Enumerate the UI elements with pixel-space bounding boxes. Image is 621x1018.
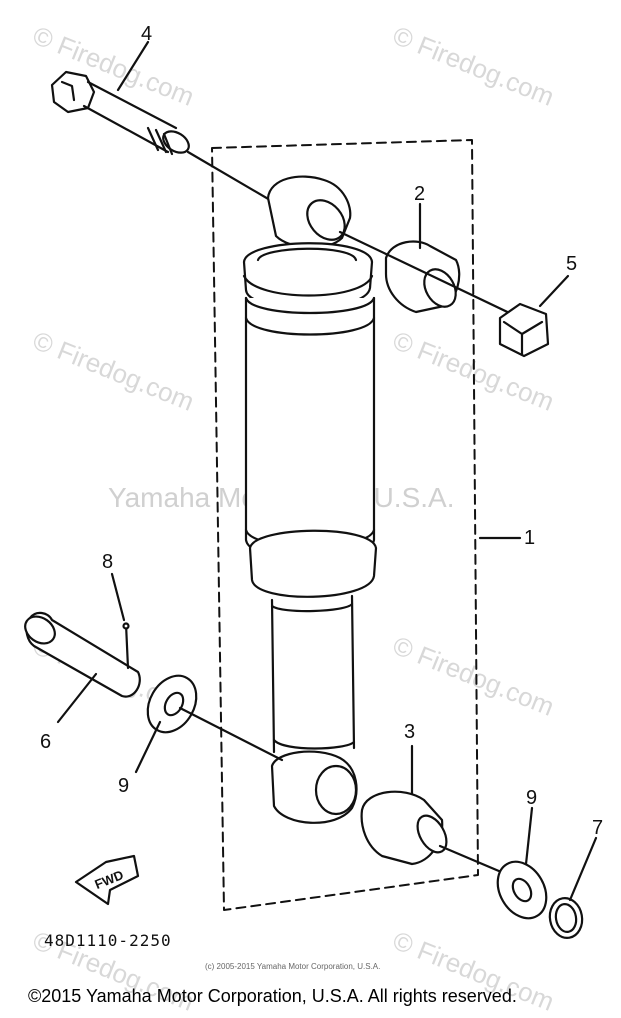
cotter-pin-part-8: [122, 622, 130, 670]
pin-part-6: [24, 611, 141, 698]
callout-1: 1: [524, 527, 536, 549]
lower-eye: [270, 750, 358, 824]
bolt-part-4: [50, 70, 190, 156]
footer-copyright: ©2015 Yamaha Motor Corporation, U.S.A. A…: [28, 986, 517, 1006]
leader-line: [134, 720, 162, 774]
spring-collar: [242, 242, 374, 309]
upper-eye: [266, 175, 352, 249]
washer-part-9-right: [496, 860, 548, 920]
callout-3: 3: [404, 721, 416, 743]
diagram-code: 48D1110-2250: [44, 931, 172, 950]
callout-8: 8: [102, 551, 114, 573]
callout-4: 4: [141, 23, 153, 45]
callout-7: 7: [592, 817, 604, 839]
washer-part-9-left: [146, 674, 198, 734]
piston-rod: [270, 594, 356, 754]
callout-6: 6: [40, 731, 52, 753]
leader-line: [56, 672, 98, 724]
leader-line: [568, 836, 598, 902]
callout-2: 2: [414, 183, 426, 205]
washer-part-7: [548, 897, 584, 939]
leader-line: [178, 706, 284, 762]
callout-9-right: 9: [526, 787, 538, 809]
leader-line: [116, 40, 150, 92]
shock-body: [244, 296, 376, 561]
leader-line: [186, 150, 272, 202]
callout-5: 5: [566, 253, 578, 275]
leader-line: [524, 806, 534, 866]
small-copyright: (c) 2005-2015 Yamaha Motor Corporation, …: [205, 962, 381, 971]
collar-part-3: [360, 790, 448, 866]
leader-line: [110, 572, 126, 622]
assembly-boundary: [211, 139, 479, 911]
collar-part-2: [384, 240, 461, 314]
fwd-arrow-icon: [74, 854, 140, 906]
lower-collar: [248, 529, 378, 598]
leader-line: [538, 274, 570, 308]
callout-9-left: 9: [118, 775, 130, 797]
nut-part-5: [498, 302, 550, 358]
leader-line: [338, 230, 522, 320]
